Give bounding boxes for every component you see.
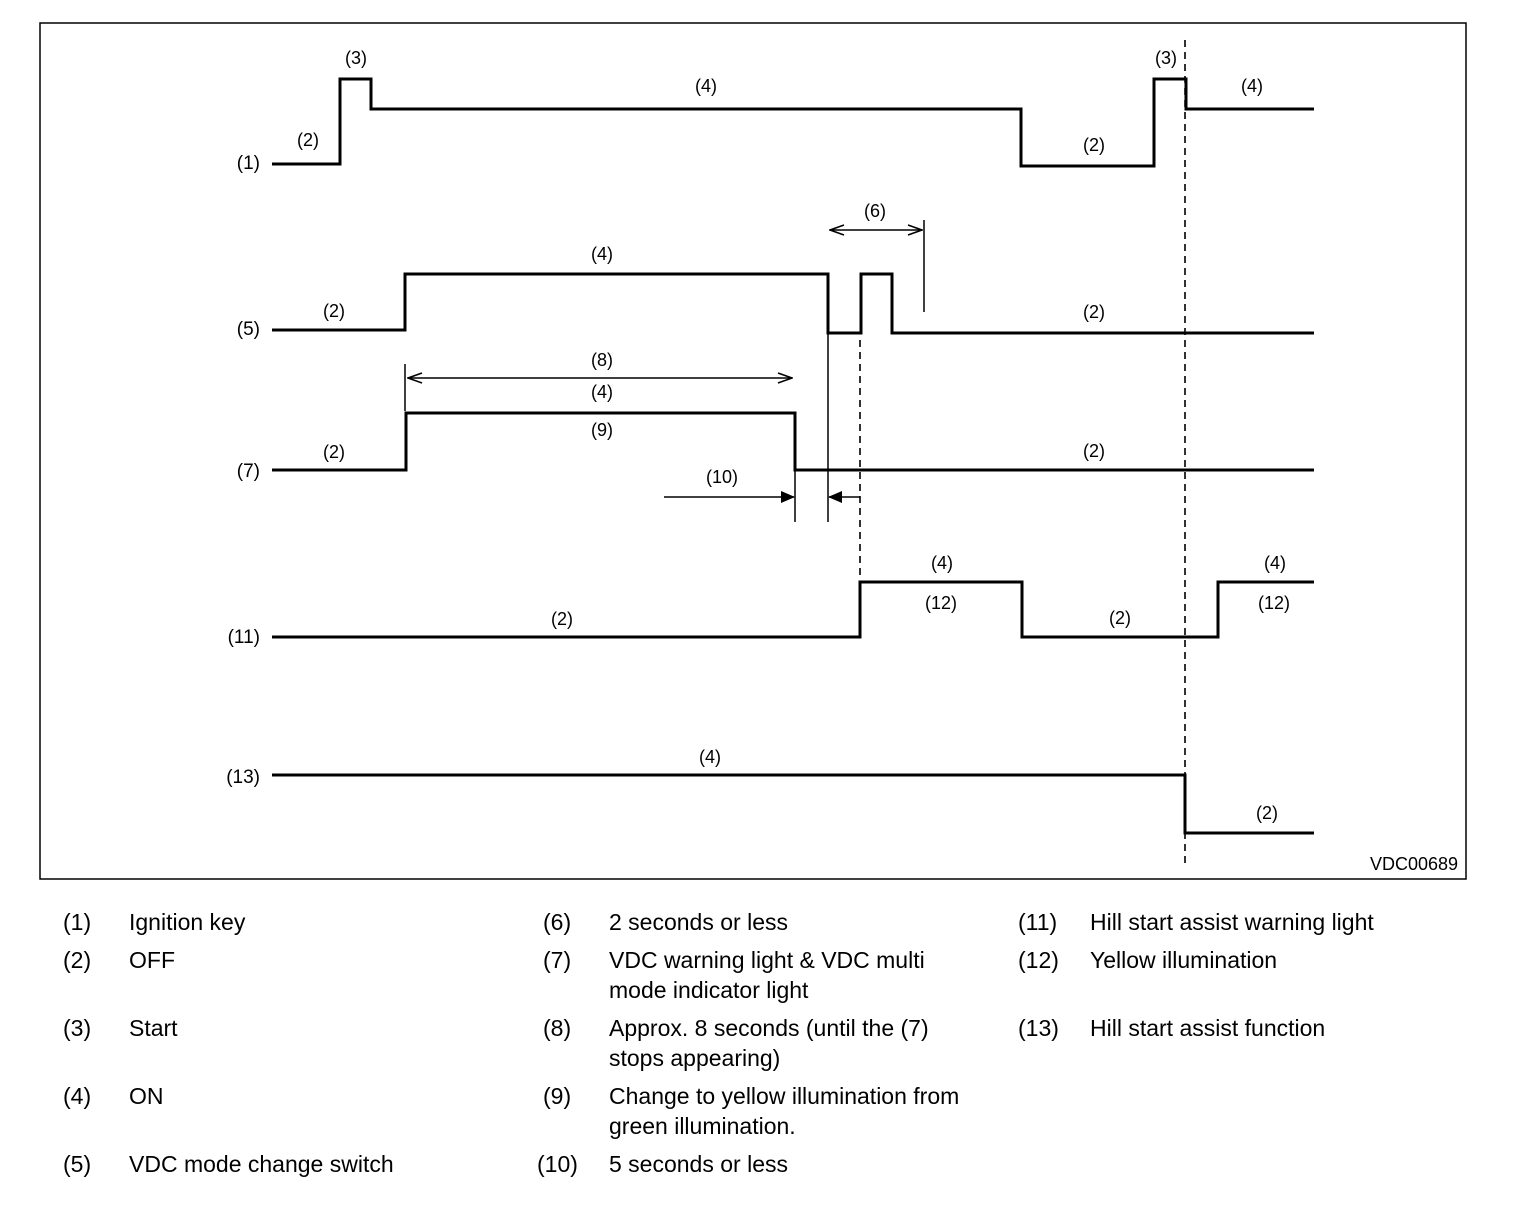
segment-label: (4) bbox=[591, 382, 613, 402]
legend-text: OFF bbox=[129, 947, 175, 973]
legend-number: (8) bbox=[543, 1015, 572, 1041]
signal-ignition-key bbox=[272, 77, 1314, 168]
legend-number: (13) bbox=[1018, 1015, 1059, 1041]
dimension-five-seconds-label: (10) bbox=[706, 467, 738, 487]
segment-label: (4) bbox=[1264, 553, 1286, 573]
row-label-vdc-mode-switch: (5) bbox=[237, 319, 260, 340]
legend-item: (7) VDC warning light & VDC multi mode i… bbox=[543, 945, 925, 1005]
row-label-hill-start-warning: (11) bbox=[228, 627, 260, 648]
legend-text: Hill start assist function bbox=[1090, 1015, 1326, 1041]
legend-item: (12) Yellow illumination bbox=[1018, 945, 1277, 975]
legend-number: (5) bbox=[63, 1151, 92, 1177]
legend-item: (6) 2 seconds or less bbox=[543, 907, 788, 937]
segment-label: (2) bbox=[1083, 441, 1105, 461]
legend-number: (12) bbox=[1018, 947, 1059, 973]
signal-vdc-warning-light bbox=[272, 411, 1314, 472]
dimension-two-seconds-label: (6) bbox=[864, 201, 886, 221]
segment-label: (2) bbox=[1083, 302, 1105, 322]
segment-label: (4) bbox=[1241, 76, 1263, 96]
legend-text-line: Approx. 8 seconds (until the (7) bbox=[609, 1015, 929, 1041]
segment-label: (3) bbox=[345, 48, 367, 68]
dimension-eight-seconds-label: (8) bbox=[591, 350, 613, 370]
segment-label: (12) bbox=[925, 593, 957, 613]
legend-text: ON bbox=[129, 1083, 164, 1109]
legend-number: (11) bbox=[1018, 909, 1058, 935]
legend-item: (4) ON bbox=[63, 1081, 164, 1111]
segment-label: (2) bbox=[1109, 608, 1131, 628]
legend-text-line: Change to yellow illumination from bbox=[609, 1083, 960, 1109]
legend-number: (7) bbox=[543, 947, 572, 973]
legend-text-line: VDC warning light & VDC multi bbox=[609, 947, 925, 973]
legend-text-line: mode indicator light bbox=[609, 977, 809, 1003]
segment-label: (4) bbox=[695, 76, 717, 96]
legend-text: Start bbox=[129, 1015, 178, 1041]
segment-label: (4) bbox=[591, 244, 613, 264]
legend-text: 5 seconds or less bbox=[609, 1151, 788, 1177]
segment-label: (4) bbox=[931, 553, 953, 573]
segment-label: (2) bbox=[323, 442, 345, 462]
legend-item: (13) Hill start assist function bbox=[1018, 1013, 1325, 1043]
timing-diagram: (1) (2) (3) (4) (2) (3) (4) (5) (2) (4) … bbox=[39, 22, 1467, 880]
legend-text: Ignition key bbox=[129, 909, 246, 935]
legend-number: (3) bbox=[63, 1015, 92, 1041]
legend-number: (1) bbox=[63, 909, 92, 935]
segment-label: (4) bbox=[699, 747, 721, 767]
legend-item: (2) OFF bbox=[63, 945, 175, 975]
segment-label: (12) bbox=[1258, 593, 1290, 613]
segment-label: (2) bbox=[297, 130, 319, 150]
segment-label: (2) bbox=[1256, 803, 1278, 823]
row-label-ignition-key: (1) bbox=[237, 153, 260, 174]
legend-text-line: green illumination. bbox=[609, 1113, 796, 1139]
legend-item: (8) Approx. 8 seconds (until the (7) sto… bbox=[543, 1013, 929, 1073]
legend-text: Hill start assist warning light bbox=[1090, 909, 1374, 935]
legend-item: (1) Ignition key bbox=[63, 907, 245, 937]
row-label-vdc-warning-light: (7) bbox=[237, 461, 260, 482]
row-label-hill-start-function: (13) bbox=[226, 767, 260, 788]
legend-text: 2 seconds or less bbox=[609, 909, 788, 935]
legend-number: (9) bbox=[543, 1083, 572, 1109]
legend-number: (4) bbox=[63, 1083, 92, 1109]
image-code: VDC00689 bbox=[1370, 854, 1458, 874]
legend-text: Change to yellow illumination from green… bbox=[609, 1081, 959, 1141]
signal-hill-start-warning bbox=[272, 580, 1314, 639]
legend-item: (3) Start bbox=[63, 1013, 178, 1043]
segment-label: (3) bbox=[1155, 48, 1177, 68]
legend-item: (10) 5 seconds or less bbox=[537, 1149, 788, 1179]
legend-number: (6) bbox=[543, 909, 572, 935]
legend-number: (2) bbox=[63, 947, 92, 973]
legend-text-line: stops appearing) bbox=[609, 1045, 781, 1071]
segment-label: (2) bbox=[323, 301, 345, 321]
legend-text: Approx. 8 seconds (until the (7) stops a… bbox=[609, 1013, 929, 1073]
legend-text: VDC mode change switch bbox=[129, 1151, 394, 1177]
legend-number: (10) bbox=[537, 1151, 578, 1177]
segment-label: (2) bbox=[1083, 135, 1105, 155]
segment-label: (2) bbox=[551, 609, 573, 629]
legend-text: Yellow illumination bbox=[1090, 947, 1278, 973]
legend-item: (5) VDC mode change switch bbox=[63, 1149, 394, 1179]
legend-item: (9) Change to yellow illumination from g… bbox=[543, 1081, 959, 1141]
legend-item: (11) Hill start assist warning light bbox=[1018, 907, 1374, 937]
signal-vdc-mode-switch bbox=[272, 272, 1314, 335]
diagram-frame bbox=[39, 22, 1467, 880]
legend-text: VDC warning light & VDC multi mode indic… bbox=[609, 945, 925, 1005]
signal-hill-start-function bbox=[272, 773, 1314, 835]
segment-label: (9) bbox=[591, 420, 613, 440]
